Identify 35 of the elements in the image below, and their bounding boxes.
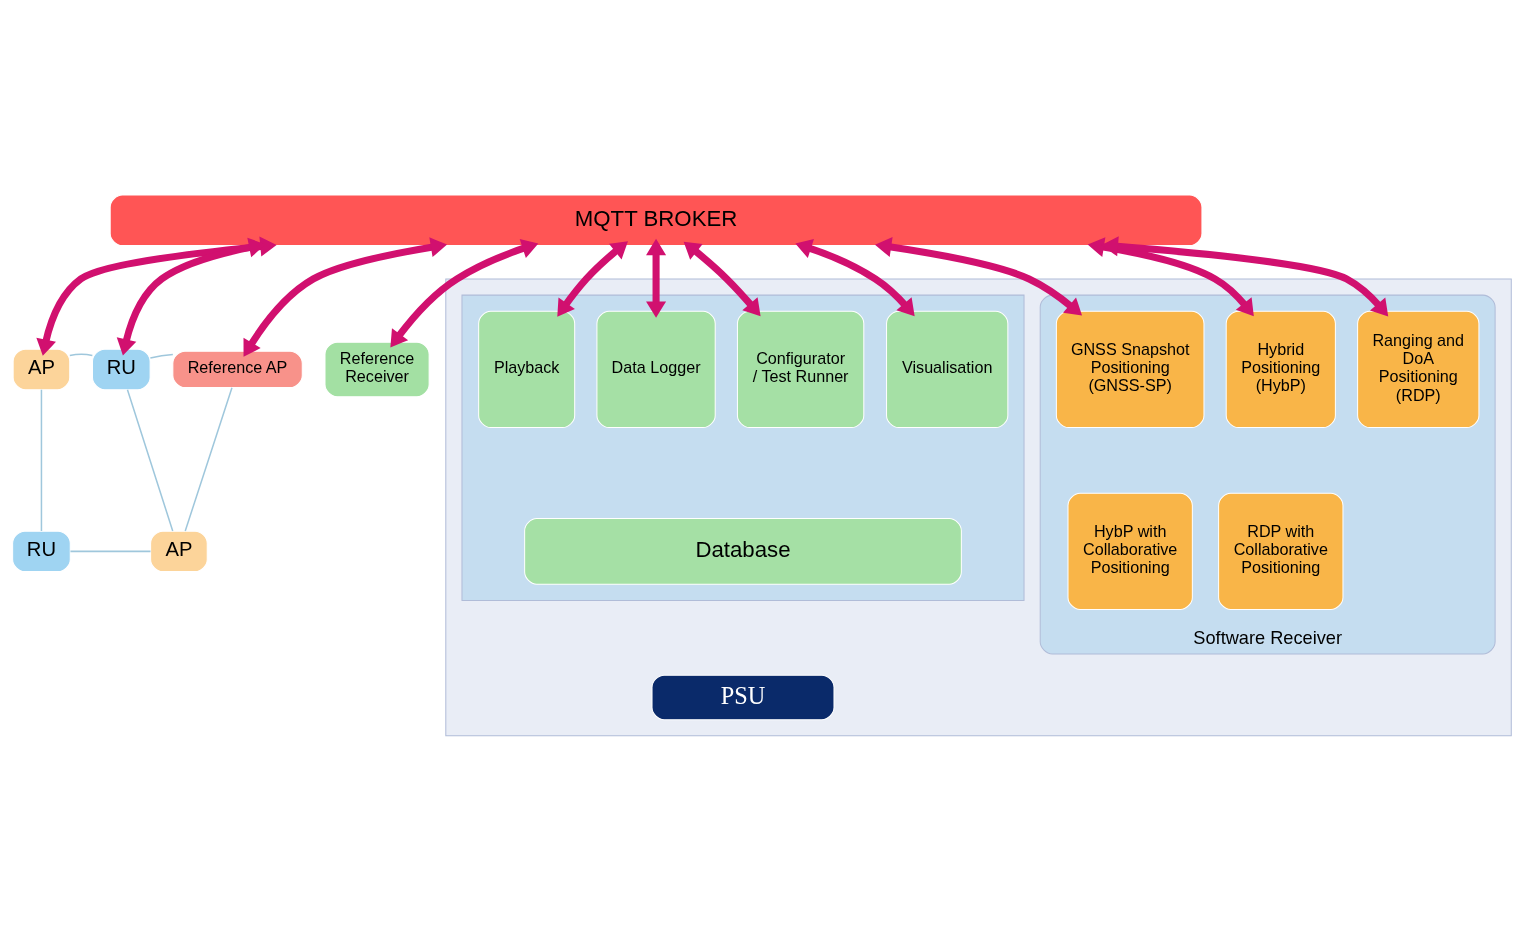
arrow (1087, 237, 1254, 317)
arrow (36, 236, 277, 356)
arrow (874, 237, 1083, 316)
node-box: Configurator / Test Runner (736, 310, 865, 429)
node-box: Ranging and DoA Positioning (RDP) (1357, 310, 1480, 429)
cluster (445, 278, 1512, 737)
arrow (1101, 236, 1389, 317)
arrow (683, 241, 761, 317)
arrow (390, 239, 539, 348)
node-box: Database (524, 518, 962, 585)
node-box: RDP with Collaborative Positioning (1218, 492, 1344, 610)
node-box: MQTT BROKER (109, 194, 1203, 247)
connector (184, 386, 233, 532)
connector (149, 353, 174, 359)
arrow (557, 241, 628, 317)
node-box: Visualisation (886, 310, 1009, 429)
arrow (795, 239, 915, 317)
node-box: AP (12, 348, 71, 391)
connector (40, 388, 43, 532)
node-box: GNSS Snapshot Positioning (GNSS-SP) (1055, 310, 1205, 429)
node-box: Data Logger (596, 310, 716, 429)
node-box: AP (150, 530, 208, 573)
node-box: Hybrid Positioning (HybP) (1225, 310, 1336, 429)
connector (69, 550, 152, 553)
node-box: Reference Receiver (324, 341, 430, 398)
arrow (243, 237, 448, 357)
node-box: Playback (478, 310, 576, 429)
connector (126, 388, 174, 532)
node-box: Reference AP (172, 350, 303, 389)
connector (69, 353, 94, 357)
node-box: RU (12, 530, 71, 573)
node-box: RU (92, 348, 151, 391)
node-box: PSU (651, 674, 835, 721)
arrow (646, 238, 667, 318)
node-box: HybP with Collaborative Positioning (1067, 492, 1193, 610)
